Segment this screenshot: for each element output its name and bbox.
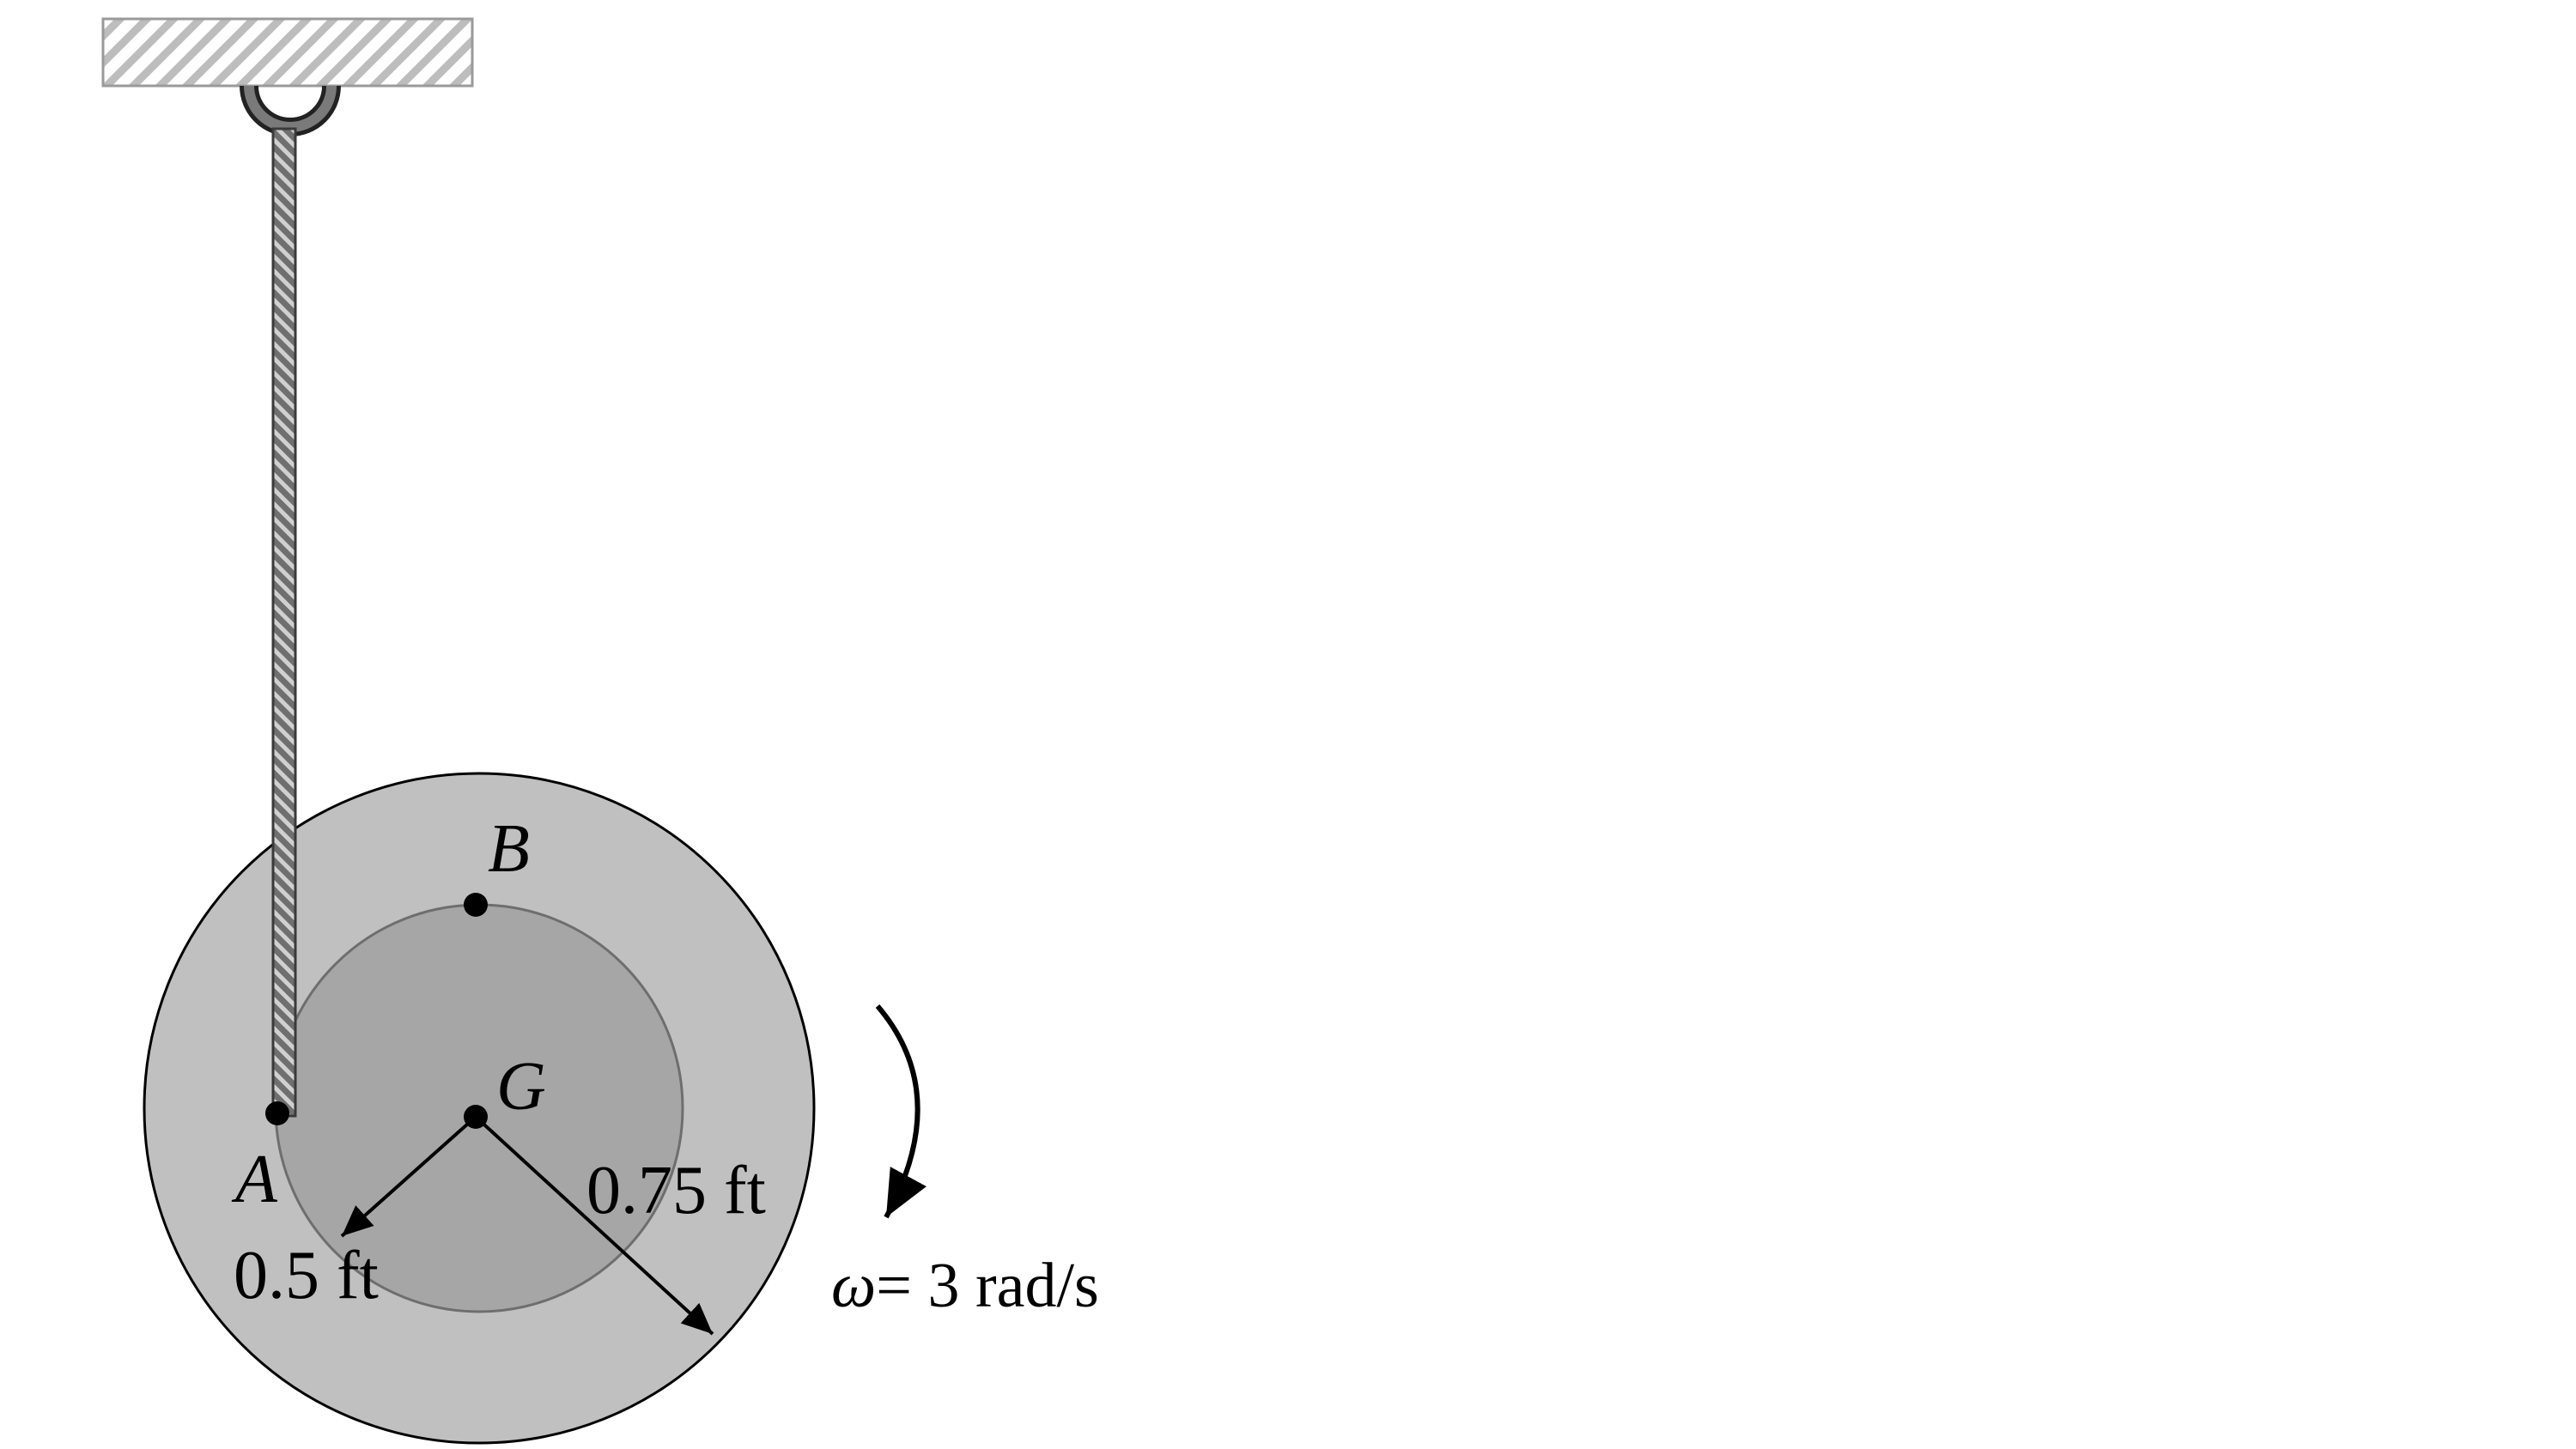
- omega-value: = 3 rad/s: [876, 1251, 1099, 1321]
- label-angular-velocity: ω= 3 rad/s: [831, 1251, 1099, 1321]
- label-outer-radius: 0.75 ft: [586, 1153, 766, 1228]
- omega-symbol: ω: [831, 1251, 876, 1321]
- cord: [271, 127, 297, 1118]
- label-point-g: G: [496, 1049, 546, 1125]
- fixed-ceiling-support-icon: [101, 17, 474, 88]
- ring-hook-icon: [240, 85, 341, 136]
- clockwise-arrow-icon: [875, 1004, 927, 1219]
- label-point-a: A: [231, 1142, 278, 1217]
- point-a-dot: [265, 1101, 289, 1125]
- inner-radius-arrow: [340, 1115, 477, 1238]
- label-inner-radius: 0.5 ft: [234, 1238, 379, 1313]
- label-point-b: B: [488, 811, 530, 887]
- point-b-dot: [464, 893, 488, 917]
- outer-radius-arrow: [474, 1115, 714, 1336]
